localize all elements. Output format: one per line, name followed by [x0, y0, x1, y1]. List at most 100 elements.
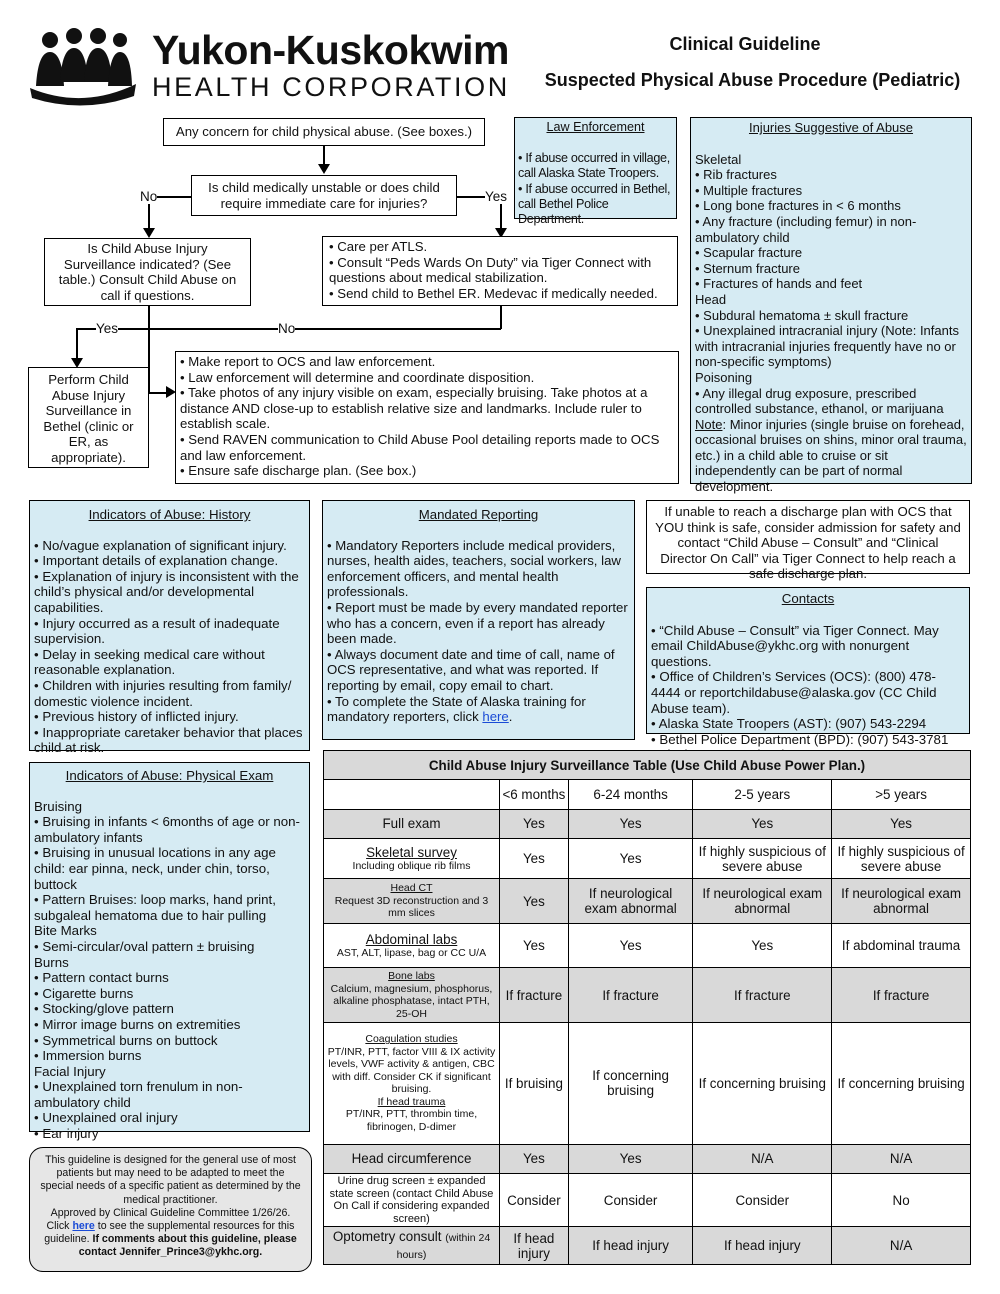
exam-box: Indicators of Abuse: Physical Exam Bruis… — [29, 762, 310, 1141]
table-cell: If head injury — [567, 1226, 694, 1265]
table-cell: If head injury — [499, 1226, 569, 1265]
discharge-box: If unable to reach a discharge plan with… — [646, 500, 970, 581]
table-cell: Consider — [692, 1172, 833, 1228]
table-cell: If head injury — [692, 1226, 833, 1265]
mandated-training: To complete the State of Alaska training… — [327, 694, 630, 725]
contact-item: Bethel Police Department (BPD): (907) 54… — [651, 732, 965, 748]
note-label: Note — [695, 416, 723, 432]
page-title: Clinical Guideline — [669, 34, 821, 54]
table-cell: If highly suspicious of severe abuse — [692, 837, 833, 880]
table-cell: If neurological exam abnormal — [692, 878, 833, 924]
history-item: Inappropriate caretaker behavior that pl… — [34, 725, 305, 756]
table-cell: If concerning bruising — [692, 1022, 833, 1145]
exam-item: Bruising in unusual locations in any age… — [34, 845, 305, 892]
surveillance-table: Child Abuse Injury Surveillance Table (U… — [323, 749, 971, 1265]
table-cell: Yes — [692, 922, 833, 969]
mandated-title: Mandated Reporting — [418, 507, 539, 522]
exam-item: Ear injury — [34, 1126, 305, 1142]
table-corner — [323, 779, 500, 810]
table-cell: Yes — [567, 922, 694, 969]
injury-heading: Poisoning — [695, 369, 753, 385]
table-row-header: Full exam — [323, 808, 500, 839]
table-cell: If bruising — [499, 1022, 569, 1145]
flow-perform-surveillance: Perform Child Abuse Injury Surveillance … — [28, 367, 149, 468]
table-column-header: <6 months — [499, 779, 569, 810]
table-cell: Consider — [499, 1172, 569, 1228]
report-item: Take photos of any injury visible on exa… — [180, 385, 674, 432]
table-cell: If fracture — [499, 967, 569, 1024]
injury-item: Subdural hematoma ± skull fracture — [695, 308, 967, 324]
exam-item: Pattern contact burns — [34, 970, 305, 986]
exam-heading: Bruising — [34, 798, 83, 814]
table-cell: If neurological exam abnormal — [831, 878, 971, 924]
history-item: Injury occurred as a result of inadequat… — [34, 616, 305, 647]
table-cell: If abdominal trauma — [831, 922, 971, 969]
report-item: Law enforcement will determine and coord… — [180, 370, 674, 386]
injuries-sections: SkeletalRib fracturesMultiple fracturesL… — [695, 152, 967, 417]
exam-item: Bruising in infants < 6months of age or … — [34, 814, 305, 845]
contact-item: Alaska State Troopers (AST): (907) 543-2… — [651, 716, 965, 732]
org-line1: Yukon-Kuskokwim — [152, 27, 510, 73]
exam-heading: Burns — [34, 954, 69, 970]
flow-start: Any concern for child physical abuse. (S… — [163, 118, 485, 146]
mandated-item: Mandatory Reporters include medical prov… — [327, 538, 630, 600]
exam-item: Stocking/glove pattern — [34, 1001, 305, 1017]
table-cell: Yes — [499, 837, 569, 880]
injury-item: Scapular fracture — [695, 245, 967, 261]
table-row-header: Optometry consult (within 24 hours) — [323, 1226, 500, 1265]
exam-item: Semi-circular/oval pattern ± bruising — [34, 939, 305, 955]
footer-text2: Approved by Clinical Guideline Committee… — [44, 1206, 297, 1259]
contacts-title: Contacts — [781, 591, 835, 606]
unstable-item: Care per ATLS. — [329, 239, 671, 255]
report-item: Ensure safe discharge plan. (See box.) — [180, 463, 674, 479]
mandated-box: Mandated Reporting Mandatory Reporters i… — [322, 500, 635, 740]
exam-item: Unexplained torn frenulum in non-ambulat… — [34, 1079, 305, 1110]
table-cell: If concerning bruising — [831, 1022, 971, 1145]
table-cell: N/A — [692, 1143, 833, 1174]
injuries-note: Note: Minor injuries (single bruise on f… — [695, 417, 967, 495]
history-box: Indicators of Abuse: History No/vague ex… — [29, 500, 310, 755]
law-list: If abuse occurred in village, call Alask… — [518, 151, 673, 227]
flow-no-label: No — [140, 189, 158, 204]
note-text: : Minor injuries (single bruise on foreh… — [695, 416, 967, 495]
resources-link[interactable]: here — [72, 1220, 95, 1233]
table-cell: N/A — [831, 1143, 971, 1174]
law-enforcement-box: Law Enforcement If abuse occurred in vil… — [514, 117, 677, 226]
flow-no2-label: No — [278, 321, 296, 336]
org-line2: HEALTH CORPORATION — [152, 72, 510, 102]
table-row-header: Urine drug screen ± expanded state scree… — [323, 1172, 500, 1228]
guideline-footer: This guideline is designed for the gener… — [29, 1147, 312, 1272]
table-row: Urine drug screen ± expanded state scree… — [323, 1172, 971, 1228]
contact-item: Office of Children’s Services (OCS): (80… — [651, 669, 965, 716]
table-cell: Yes — [499, 878, 569, 924]
injury-item: Any fracture (including femur) in non-am… — [695, 214, 967, 245]
table-cell: Yes — [567, 837, 694, 880]
injury-heading: Skeletal — [695, 151, 742, 167]
exam-item: Cigarette burns — [34, 986, 305, 1002]
training-link[interactable]: here — [482, 709, 509, 725]
exam-item: Symmetrical burns on buttock — [34, 1033, 305, 1049]
table-cell: Yes — [692, 808, 833, 839]
exam-item: Mirror image burns on extremities — [34, 1017, 305, 1033]
contact-item: “Child Abuse – Consult” via Tiger Connec… — [651, 623, 965, 670]
exam-title: Indicators of Abuse: Physical Exam — [65, 768, 274, 783]
contacts-list: “Child Abuse – Consult” via Tiger Connec… — [651, 623, 965, 763]
injury-heading: Head — [695, 291, 727, 307]
law-title: Law Enforcement — [546, 120, 645, 134]
history-item: Important details of explanation change. — [34, 553, 305, 569]
history-item: Delay in seeking medical care without re… — [34, 647, 305, 678]
org-name: Yukon-Kuskokwim HEALTH CORPORATION — [152, 28, 522, 102]
report-item: Make report to OCS and law enforcement. — [180, 354, 674, 370]
mandated-item: Report must be made by every mandated re… — [327, 600, 630, 647]
table-cell: If highly suspicious of severe abuse — [831, 837, 971, 880]
page-subtitle: Suspected Physical Abuse Procedure (Pedi… — [544, 70, 961, 90]
injury-item: Long bone fractures in < 6 months — [695, 198, 967, 214]
injuries-title: Injuries Suggestive of Abuse — [748, 120, 914, 135]
footer-contact: If comments about this guideline, please… — [78, 1233, 297, 1259]
